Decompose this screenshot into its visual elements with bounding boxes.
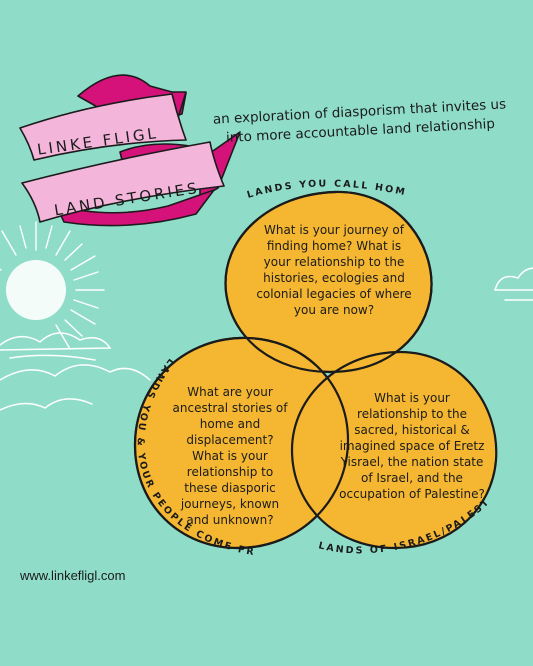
banner-ribbon-icon bbox=[19, 74, 241, 227]
question-lands-you-come-from: What are your ancestral stories of home … bbox=[172, 385, 288, 527]
venn-diagram bbox=[133, 190, 498, 550]
question-lands-of-israel-palestine: What is your relationship to the sacred,… bbox=[339, 391, 485, 501]
circle-lands-of-israel-palestine bbox=[290, 350, 498, 550]
website-link[interactable]: www.linkefligl.com bbox=[20, 568, 126, 583]
question-lands-you-call-home: What is your journey of finding home? Wh… bbox=[256, 223, 412, 317]
sun-icon bbox=[0, 221, 105, 350]
cloud-icon bbox=[494, 267, 533, 301]
cloud-icon bbox=[0, 332, 151, 411]
